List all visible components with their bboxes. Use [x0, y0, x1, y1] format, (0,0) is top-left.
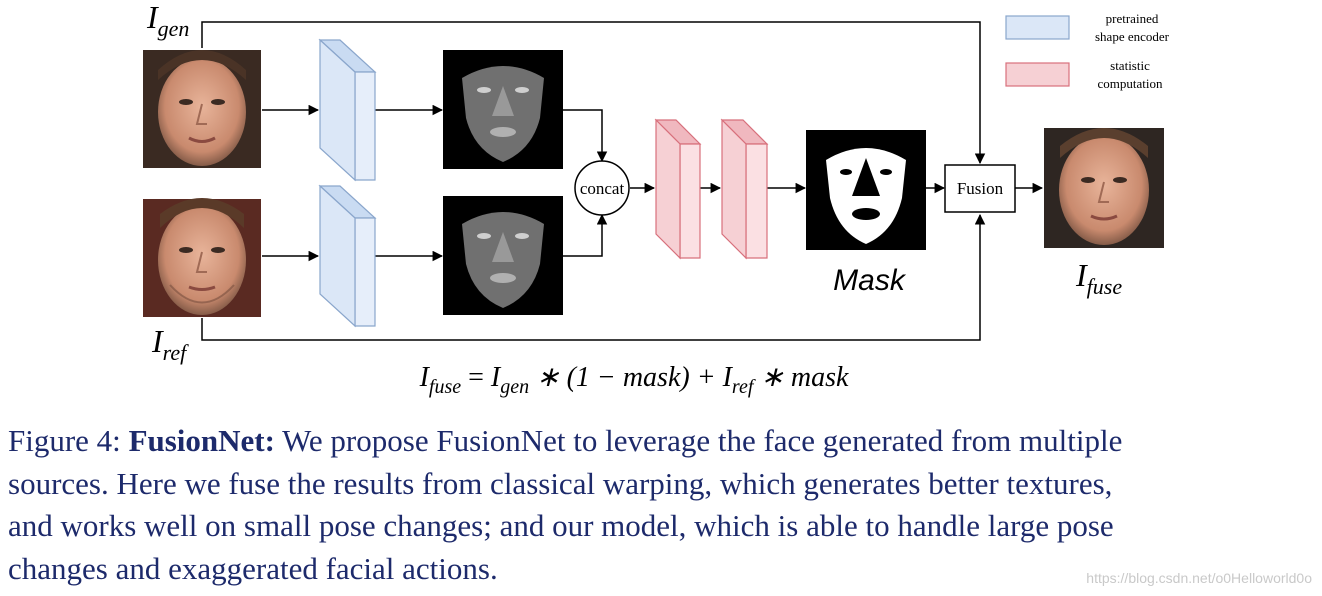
- figure-caption: Figure 4: FusionNet: We propose FusionNe…: [8, 420, 1314, 590]
- mask-image: [806, 130, 926, 250]
- caption-bold-title: FusionNet:: [128, 423, 275, 458]
- fusion-label: Fusion: [957, 179, 1004, 198]
- arrow-shape-bottom-to-concat: [563, 213, 608, 257]
- caption-line-4: changes and exaggerated facial actions.: [8, 550, 498, 586]
- label-i-ref: Iref: [151, 323, 189, 365]
- mask-label: Mask: [833, 264, 907, 297]
- shape-render-top: [443, 50, 563, 169]
- legend-swatch-stats: [1005, 62, 1070, 87]
- label-i-fuse: Ifuse: [1075, 257, 1122, 299]
- legend-swatch-encoder: [1005, 15, 1070, 40]
- bypass-connectors: [201, 21, 986, 341]
- shape-encoder-bottom: [318, 184, 377, 328]
- concat-label: concat: [580, 179, 625, 198]
- face-i-ref: [143, 198, 261, 317]
- stats-block-2: [720, 118, 769, 260]
- caption-line-1-text: We propose FusionNet to leverage the fac…: [274, 423, 1123, 458]
- caption-line-3: and works well on small pose changes; an…: [8, 508, 1114, 543]
- concat-node: concat: [574, 160, 630, 216]
- shape-render-bottom: [443, 196, 563, 315]
- caption-line-1: Figure 4: FusionNet: We propose FusionNe…: [8, 420, 1314, 463]
- gen-bypass-line: [201, 21, 986, 165]
- caption-figure-number: Figure 4:: [8, 423, 129, 458]
- caption-line-2: sources. Here we fuse the results from c…: [8, 465, 1113, 501]
- face-i-gen: [143, 50, 261, 168]
- ref-bypass-line: [201, 213, 986, 341]
- face-i-fuse: [1044, 128, 1164, 248]
- legend-stats-line1: statistic: [1110, 58, 1150, 73]
- legend-encoder-line1: pretrained: [1106, 11, 1159, 26]
- legend-stats-line2: computation: [1098, 76, 1163, 91]
- watermark: https://blog.csdn.net/o0Helloworld0o: [1086, 570, 1312, 586]
- shape-encoder-top: [318, 38, 377, 182]
- fusionnet-diagram: Igen Iref: [143, 0, 1170, 398]
- arrow-shape-top-to-concat: [563, 109, 608, 163]
- label-i-gen: Igen: [146, 0, 189, 41]
- fusion-box: Fusion: [944, 164, 1016, 213]
- legend: pretrained shape encoder statistic compu…: [1005, 11, 1170, 91]
- stats-block-1: [654, 118, 702, 260]
- legend-encoder-line2: shape encoder: [1095, 29, 1170, 44]
- fusion-formula: Ifuse = Igen ∗ (1 − mask) + Iref ∗ mask: [419, 362, 849, 398]
- input-connectors: [262, 104, 1044, 262]
